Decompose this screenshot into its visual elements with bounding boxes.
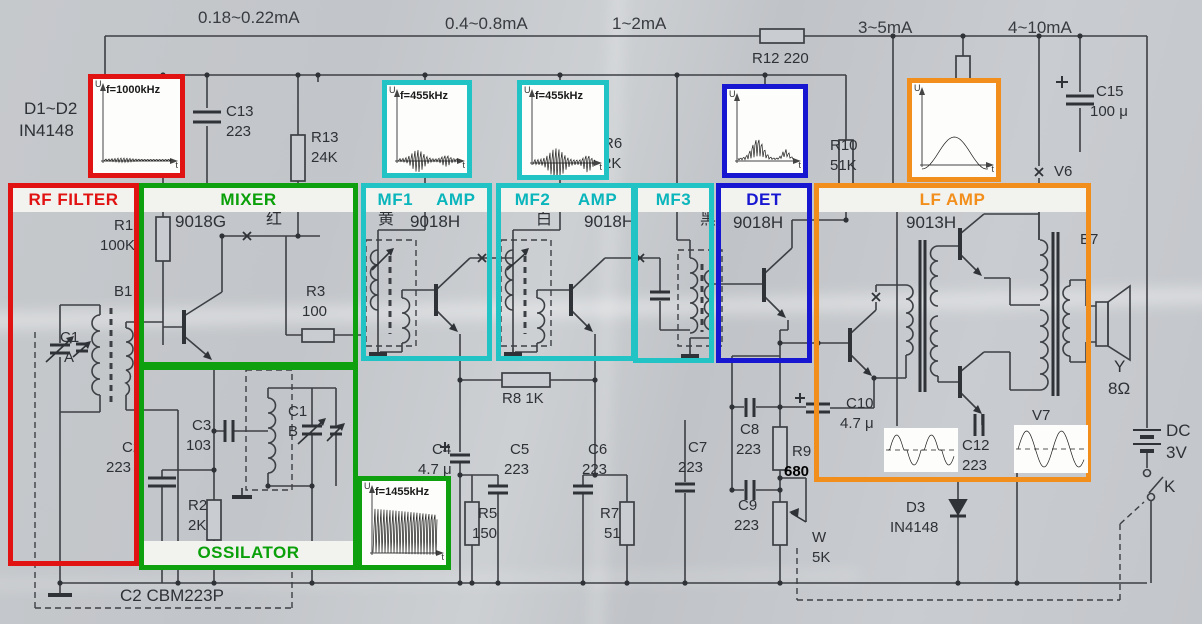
axis-t-label: t [599,162,602,172]
axis-u-label: U [729,89,736,99]
axis-u-label: U [914,83,921,93]
label-b1: B1 [114,283,133,300]
label-q3-type: 9018H [584,212,635,231]
axis-t-label: t [462,160,465,170]
label-b7: B7 [1080,231,1099,248]
if1-waveform-plot [394,89,465,173]
label-r8: R8 1K [502,390,544,407]
waveform-inset-rf: U f=1000kHz t [88,74,185,178]
axis-t-label: t [798,160,801,170]
current-label-5: 4~10mA [1008,18,1072,37]
detected-waveform-plot [734,93,801,164]
waveform-inset-oscillator: U f=1455kHz t [357,476,451,570]
label-q1-type: 9018G [175,212,227,231]
label-mixer-coil-color: 红 [266,211,283,228]
label-r12: R12 220 [752,50,809,67]
rf-freq-label: f=1000kHz [106,84,161,96]
axis-t-label: t [441,552,444,562]
current-label-2: 0.4~0.8mA [445,14,528,33]
waveform-inset-audio: U t [907,78,1001,182]
v7-sine-waveform-plot [1016,430,1086,468]
axis-u-label: U [524,85,531,95]
current-label-3: 1~2mA [612,14,667,33]
waveform-inset-v7-sine [1014,425,1088,473]
label-tuning-gang: C2 CBM223P [120,586,224,605]
label-mf3-coil-color: 黑 [700,211,717,228]
crossover-waveform-plot [886,434,956,466]
current-label-1: 0.18~0.22mA [198,8,300,27]
label-q4-type: 9018H [733,213,784,232]
current-label-4: 3~5mA [858,18,913,37]
if1-freq-label: f=455kHz [400,90,449,102]
rf-waveform-plot [100,83,178,164]
label-q2-type: 9018H [410,212,461,231]
if2-waveform-plot [529,89,602,175]
waveform-inset-if2: U f=455kHz t [517,80,609,180]
oscillator-waveform-plot [369,485,444,556]
audio-waveform-plot [919,87,994,170]
axis-u-label: U [389,85,396,95]
axis-t-label: t [991,164,994,174]
label-v6: V6 [1054,163,1073,180]
osc-freq-label: f=1455kHz [375,486,430,498]
label-mf2-coil-color: 白 [536,211,553,228]
axis-t-label: t [175,160,178,170]
waveform-inset-if1: U f=455kHz t [382,80,472,178]
label-mf1-coil-color: 黄 [378,211,395,228]
waveform-inset-crossover [884,428,958,472]
axis-u-label: U [95,79,102,89]
label-v7: V7 [1032,407,1051,424]
if2-freq-label: f=455kHz [535,90,584,102]
waveform-inset-detected: U t [722,84,808,178]
label-q5-type: 9013H [906,213,957,232]
axis-u-label: U [364,481,371,491]
label-switch-k: K [1164,477,1176,496]
